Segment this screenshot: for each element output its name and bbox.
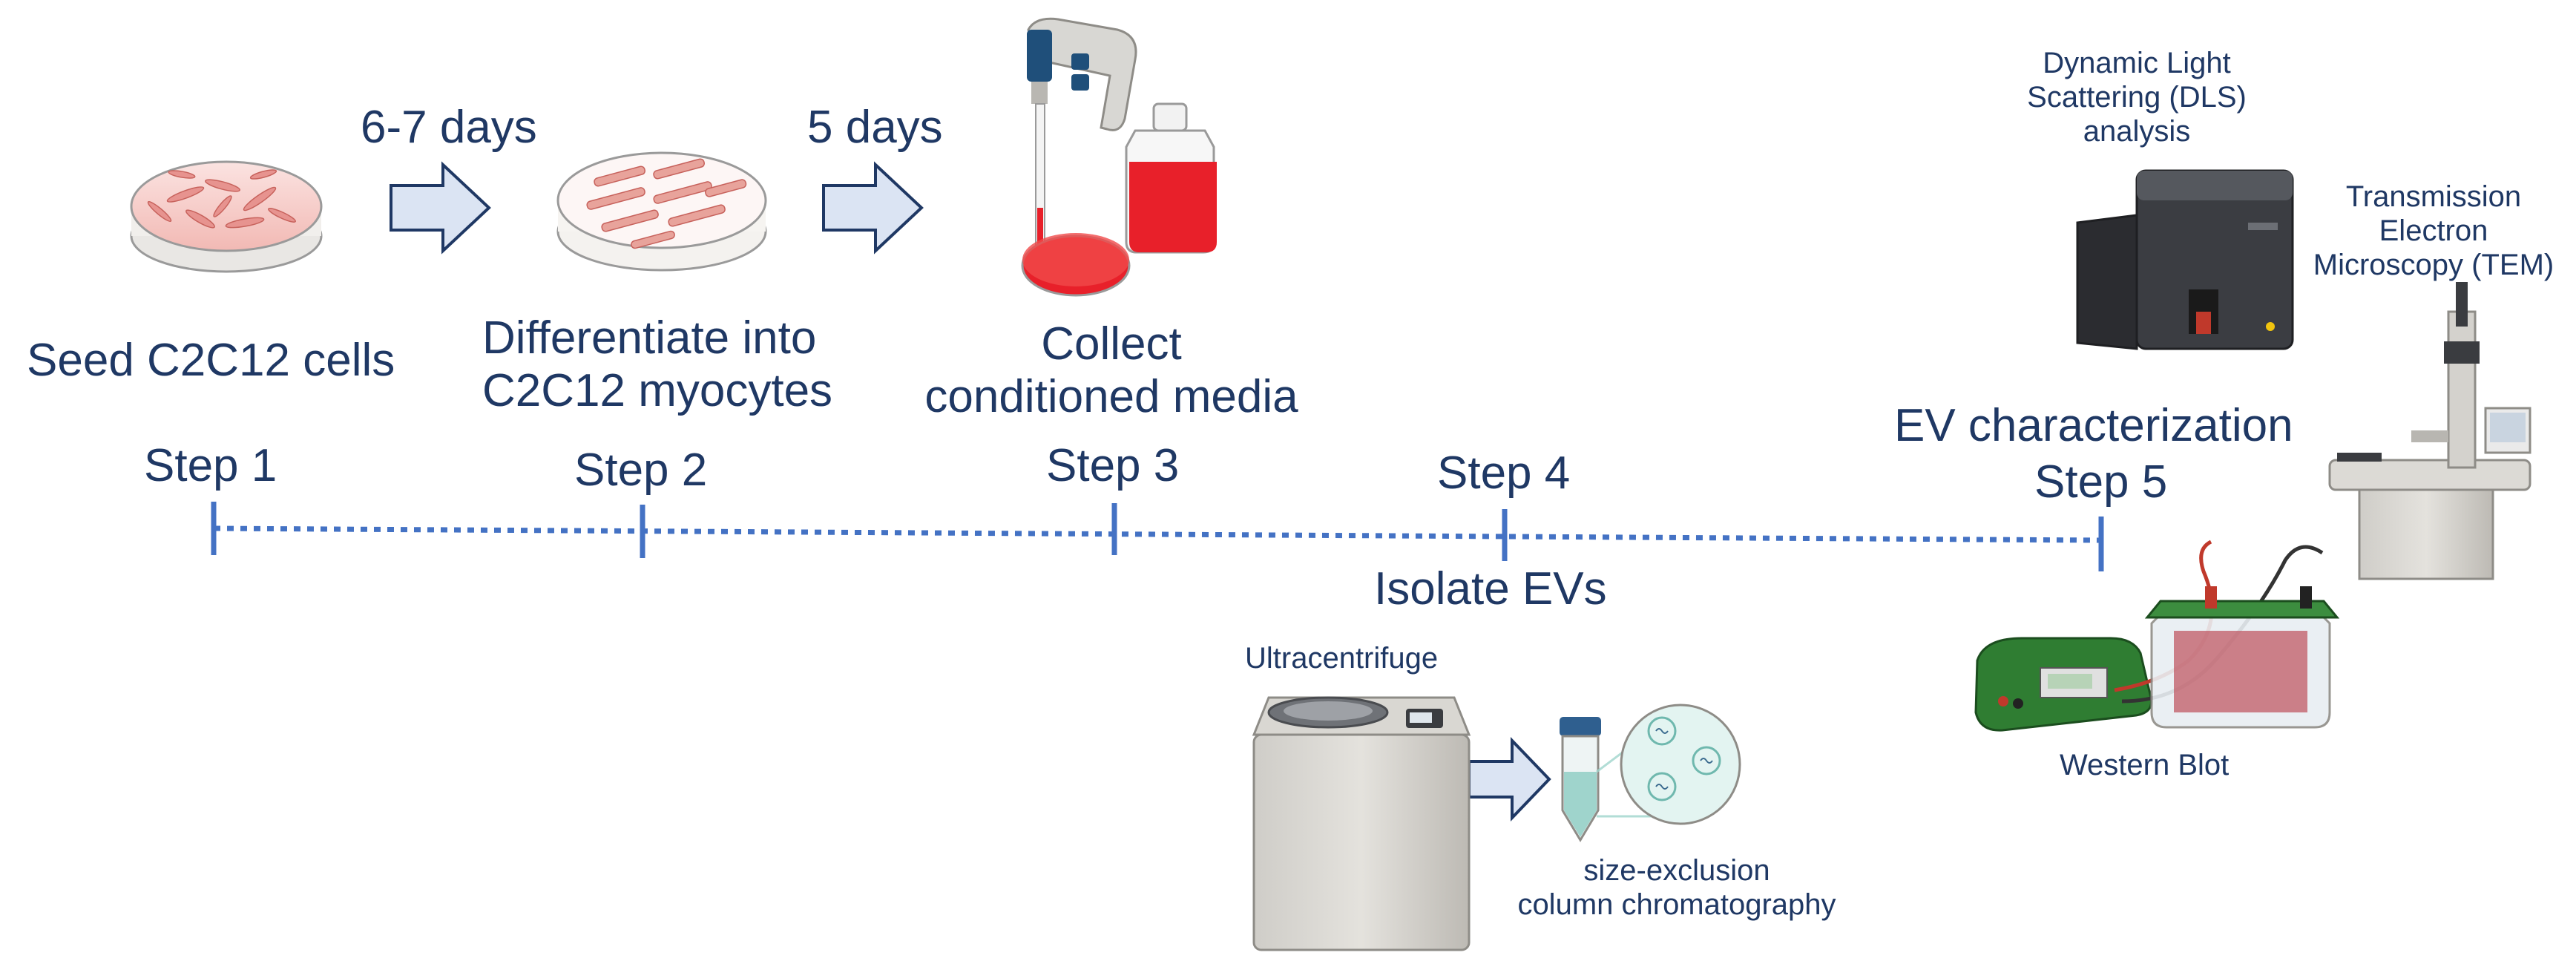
step-5-title: EV characterization <box>1894 400 2293 451</box>
dls-label: Dynamic Light Scattering (DLS) analysis <box>2018 46 2255 148</box>
petri-dish-seed-icon <box>130 160 323 273</box>
arrow-3 <box>1468 737 1551 822</box>
tem-label-line3: Microscopy (TEM) <box>2313 249 2554 281</box>
dls-label-line2: Scattering (DLS) <box>2027 81 2247 114</box>
step-5-label: Step 5 <box>2034 456 2168 508</box>
step-3-title-line1: Collect <box>1041 318 1182 370</box>
petri-dish-myocytes-icon <box>556 151 767 272</box>
sec-label: size-exclusion column chromatography <box>1499 853 1855 922</box>
sec-label-line1: size-exclusion <box>1583 854 1770 887</box>
step-2-label: Step 2 <box>574 445 708 496</box>
pipette-flask-icon <box>1021 17 1217 297</box>
tem-label-line2: Electron <box>2379 214 2488 247</box>
sec-column-icon <box>1560 704 1741 842</box>
step-3-label: Step 3 <box>1046 440 1180 491</box>
arrow-1 <box>390 161 491 255</box>
dls-instrument-icon <box>2076 169 2294 350</box>
western-blot-icon <box>1974 540 2340 732</box>
tem-label: Transmission Electron Microscopy (TEM) <box>2300 180 2567 282</box>
timeline <box>211 502 2104 571</box>
duration-label-1: 6-7 days <box>361 102 537 153</box>
western-blot-label: Western Blot <box>2060 749 2230 781</box>
step-2-title-line2: C2C12 myocytes <box>482 365 833 417</box>
duration-label-2: 5 days <box>807 102 943 153</box>
tem-instrument-icon <box>2328 282 2531 580</box>
step-2-title: Differentiate into C2C12 myocytes <box>482 312 833 418</box>
step-4-label: Step 4 <box>1437 447 1571 499</box>
sec-label-line2: column chromatography <box>1517 888 1836 921</box>
step-2-title-line1: Differentiate into <box>482 312 817 364</box>
ultracentrifuge-icon <box>1252 696 1471 951</box>
step-1-title: Seed C2C12 cells <box>27 335 395 386</box>
arrow-2 <box>822 161 924 255</box>
tem-label-line1: Transmission <box>2345 180 2522 213</box>
dls-label-line3: analysis <box>2083 115 2191 148</box>
step-4-title: Isolate EVs <box>1374 563 1607 614</box>
step-1-label: Step 1 <box>144 440 277 491</box>
step-3-title-line2: conditioned media <box>924 371 1298 423</box>
dls-label-line1: Dynamic Light <box>2043 47 2231 79</box>
ultracentrifuge-label: Ultracentrifuge <box>1245 642 1439 675</box>
step-3-title: Collect conditioned media <box>911 318 1312 424</box>
